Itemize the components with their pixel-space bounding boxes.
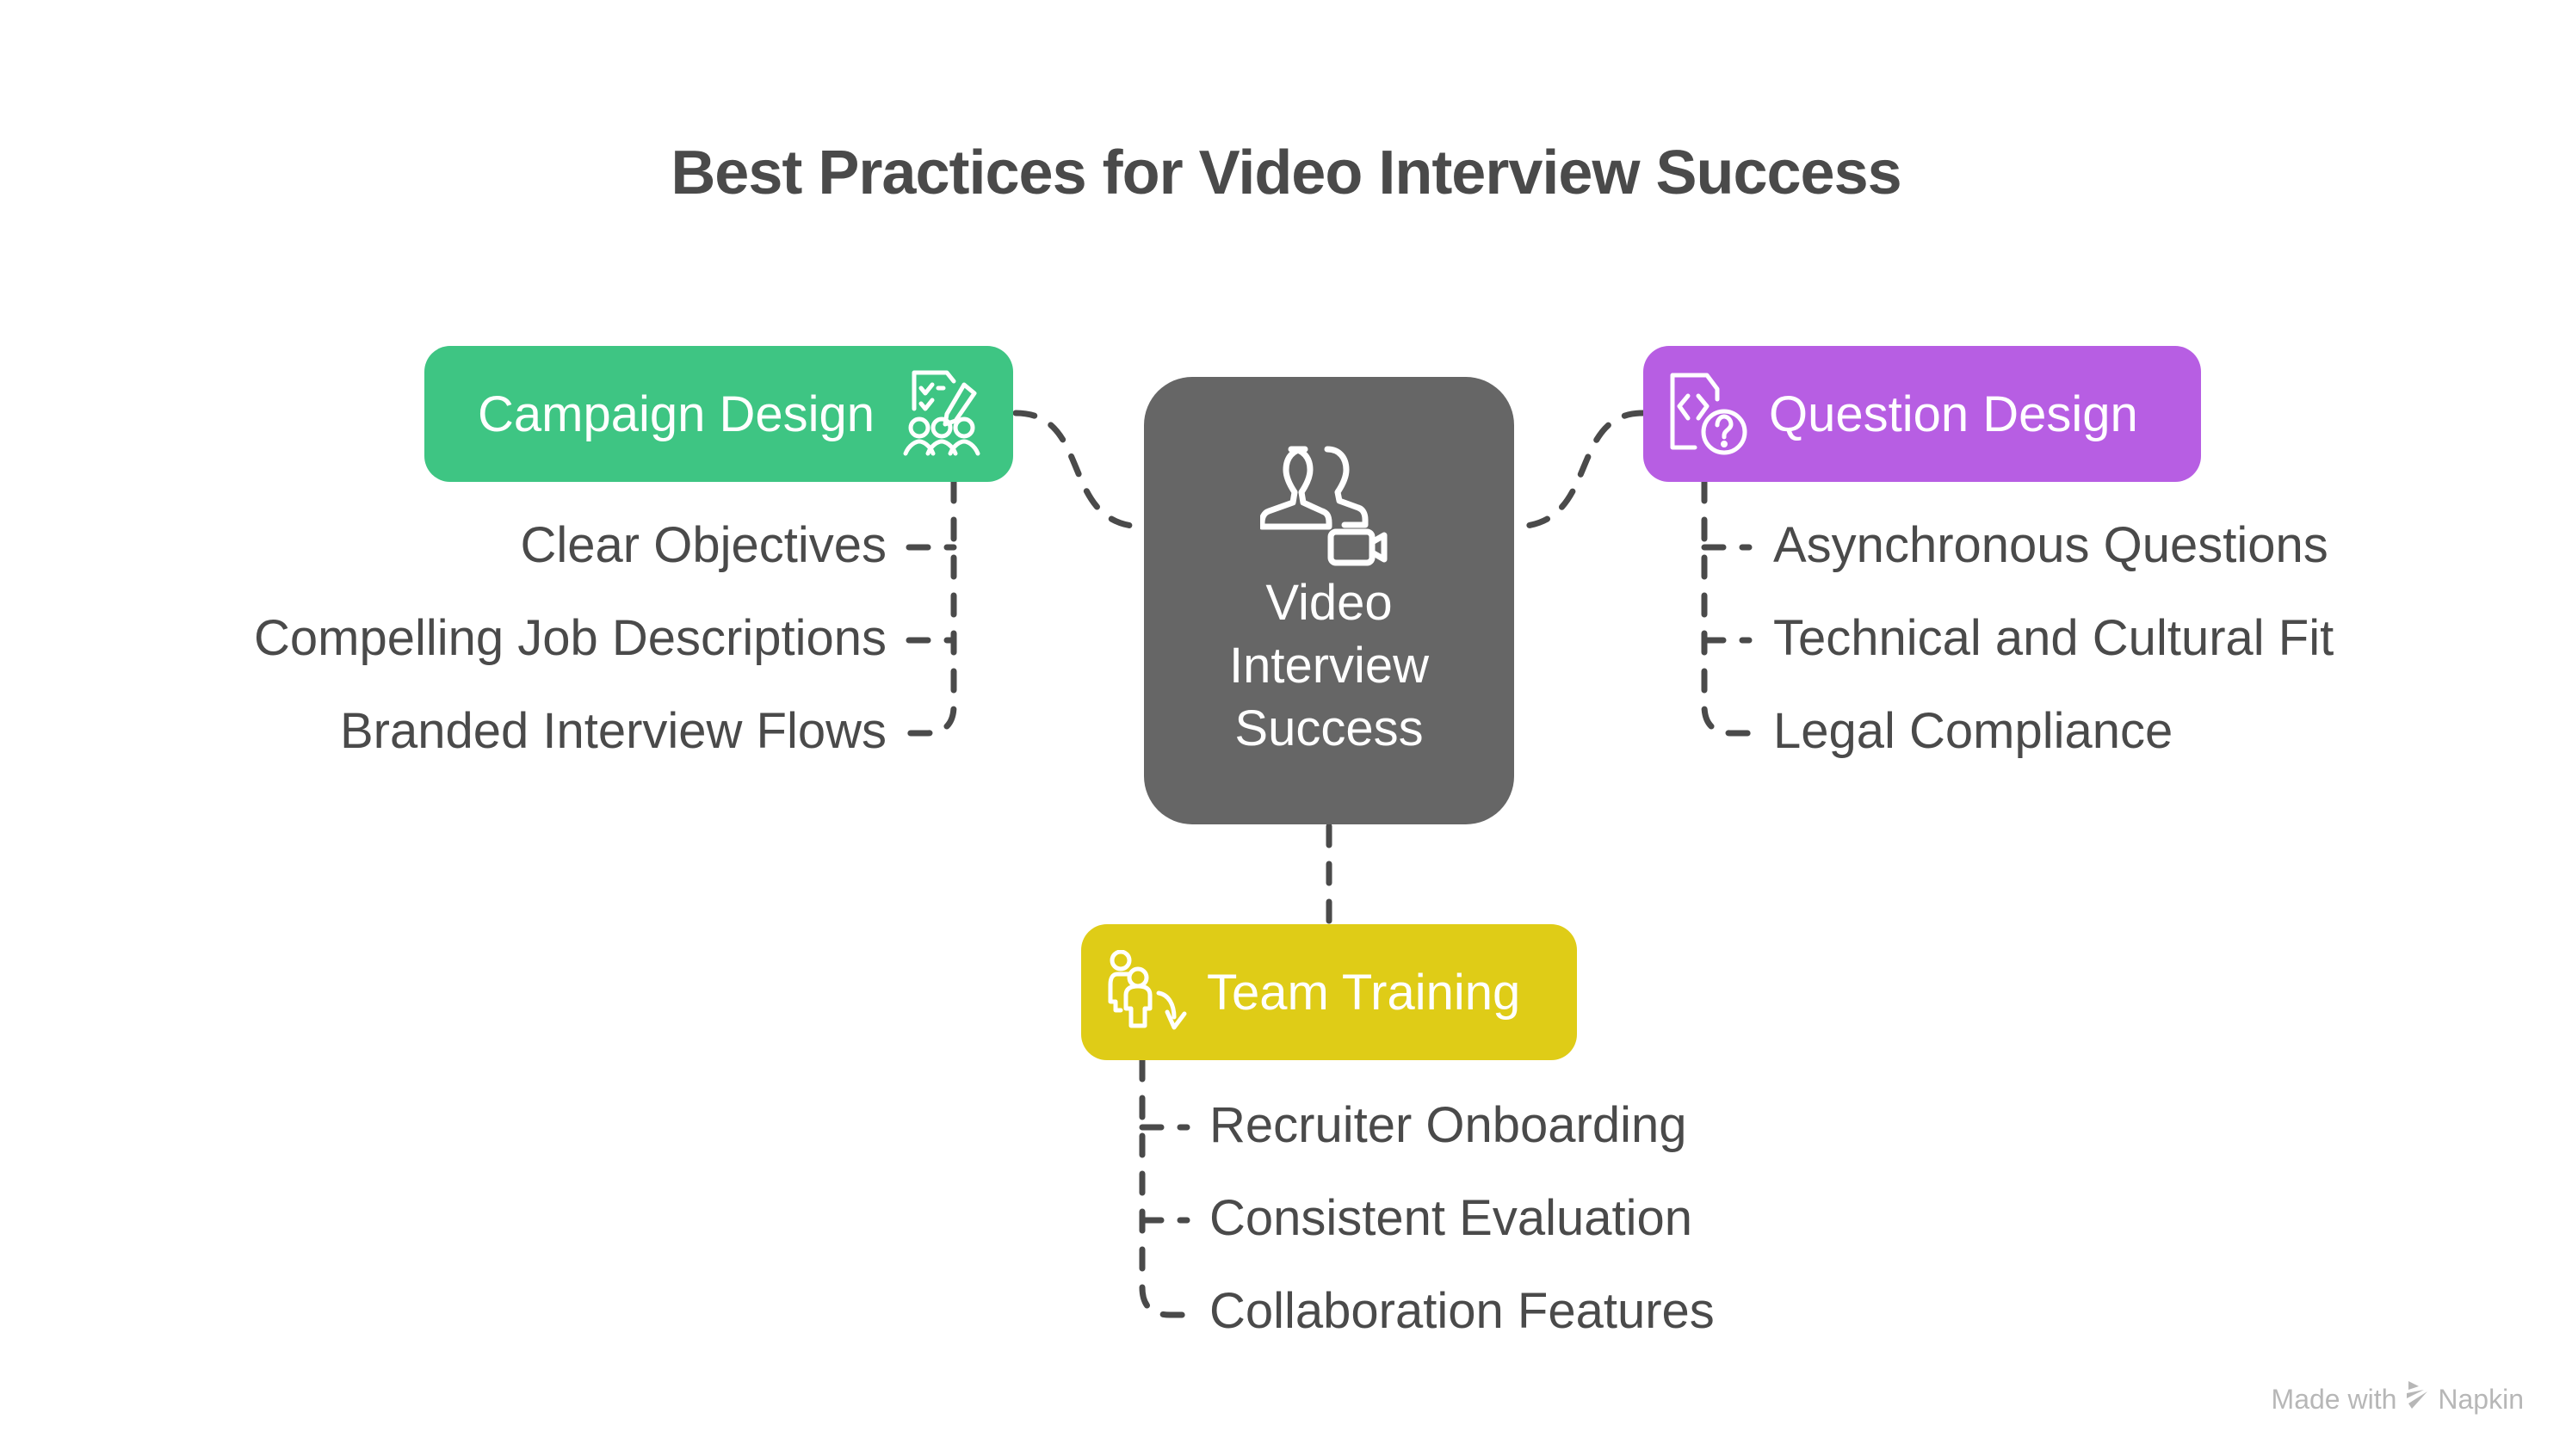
branch-team-training[interactable]: Team Training (1081, 924, 1577, 1060)
page-title: Best Practices for Video Interview Succe… (671, 139, 1901, 207)
connector-question-center (1511, 410, 1647, 530)
center-label: Video Interview Success (1228, 574, 1430, 756)
question-item: Asynchronous Questions (1773, 517, 2328, 573)
footer-brand: Napkin (2438, 1383, 2524, 1415)
branch-campaign-design[interactable]: Campaign Design (424, 346, 1013, 482)
footer-prefix: Made with (2271, 1383, 2397, 1415)
napkin-logo-icon (2405, 1381, 2429, 1417)
training-item: Consistent Evaluation (1209, 1190, 1692, 1246)
branch-label: Campaign Design (478, 386, 875, 442)
campaign-item: Compelling Job Descriptions (254, 610, 887, 666)
team-video-icon (1260, 442, 1398, 571)
campaign-item: Branded Interview Flows (339, 703, 887, 759)
checklist-people-icon (902, 369, 985, 459)
connector-training-list (1139, 1057, 1192, 1318)
branch-label: Question Design (1769, 386, 2138, 442)
code-question-icon (1669, 372, 1752, 456)
connector-campaign-center (1012, 410, 1147, 530)
people-transfer-icon (1107, 950, 1190, 1034)
branch-label: Team Training (1207, 964, 1521, 1021)
question-item: Technical and Cultural Fit (1773, 610, 2334, 666)
center-node: Video Interview Success (1144, 377, 1514, 824)
question-item: Legal Compliance (1773, 703, 2173, 759)
made-with-napkin[interactable]: Made with Napkin (2272, 1381, 2524, 1417)
connector-question-list (1701, 478, 1754, 737)
campaign-item: Clear Objectives (520, 517, 887, 573)
training-item: Collaboration Features (1209, 1283, 1715, 1339)
branch-question-design[interactable]: Question Design (1643, 346, 2201, 482)
connector-campaign-list (904, 478, 957, 737)
training-item: Recruiter Onboarding (1209, 1097, 1687, 1153)
